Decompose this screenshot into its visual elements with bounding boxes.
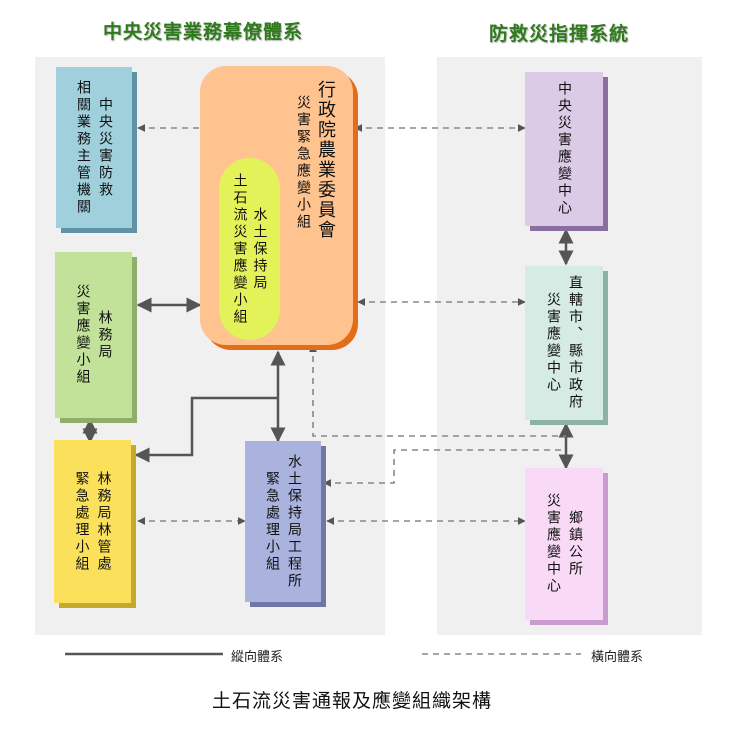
node-swcb-debris-team: 水土保持局 土石流災害應變小組 — [219, 158, 280, 340]
node-township-line1: 鄉鎮公所 — [567, 510, 583, 578]
node-city-line2: 災害應變中心 — [545, 292, 561, 394]
dashed-coa-down-to-city — [309, 344, 566, 437]
header-central-system: 中央災害業務幕僚體系 — [103, 21, 304, 43]
node-central-relevant-agencies: 中央災害防救 相關業務主管機關 — [56, 67, 132, 228]
node-forestry-emergency: 林務局林管處 緊急處理小組 — [54, 440, 131, 603]
legend-horizontal-label: 橫向體系 — [591, 650, 644, 665]
node-central-relevant-line2: 相關業務主管機關 — [75, 79, 91, 216]
node-swcb-engineering-line1: 水土保持局工程所 — [286, 453, 302, 590]
header-command-system: 防救災指揮系統 — [489, 23, 630, 45]
node-swcb-line2: 土石流災害應變小組 — [231, 172, 248, 326]
node-forestry-emergency-line1: 林務局林管處 — [95, 470, 112, 573]
node-central-emergency-center: 中央災害應變中心 — [525, 72, 603, 226]
dashed-engineering-to-city — [323, 449, 566, 487]
node-forestry-bureau: 林務局 災害應變小組 — [55, 252, 132, 418]
node-city-county-government: 直轄市、縣市政府 災害應變中心 — [525, 266, 603, 420]
solid-engineering-to-forestry-emergency — [134, 396, 278, 463]
node-city-line1: 直轄市、縣市政府 — [567, 275, 583, 411]
node-township-office: 鄉鎮公所 災害應變中心 — [525, 468, 603, 620]
node-coa-line2: 災害緊急應變小組 — [295, 95, 311, 231]
node-central-center-line1: 中央災害應變中心 — [556, 81, 572, 217]
node-central-relevant-line1: 中央災害防救 — [97, 96, 113, 199]
node-swcb-engineering-line2: 緊急處理小組 — [264, 470, 280, 573]
node-coa-line1: 行政院農業委員會 — [315, 80, 336, 240]
node-swcb-line1: 水土保持局 — [251, 206, 268, 292]
node-forestry-line2: 災害應變小組 — [74, 284, 91, 386]
node-township-line2: 災害應變中心 — [545, 493, 561, 595]
node-forestry-emergency-line2: 緊急處理小組 — [73, 470, 90, 573]
node-forestry-line1: 林務局 — [96, 309, 113, 361]
diagram-title: 土石流災害通報及應變組織架構 — [212, 690, 493, 712]
legend-vertical-label: 縱向體系 — [231, 650, 284, 665]
node-swcb-engineering: 水土保持局工程所 緊急處理小組 — [245, 441, 321, 602]
